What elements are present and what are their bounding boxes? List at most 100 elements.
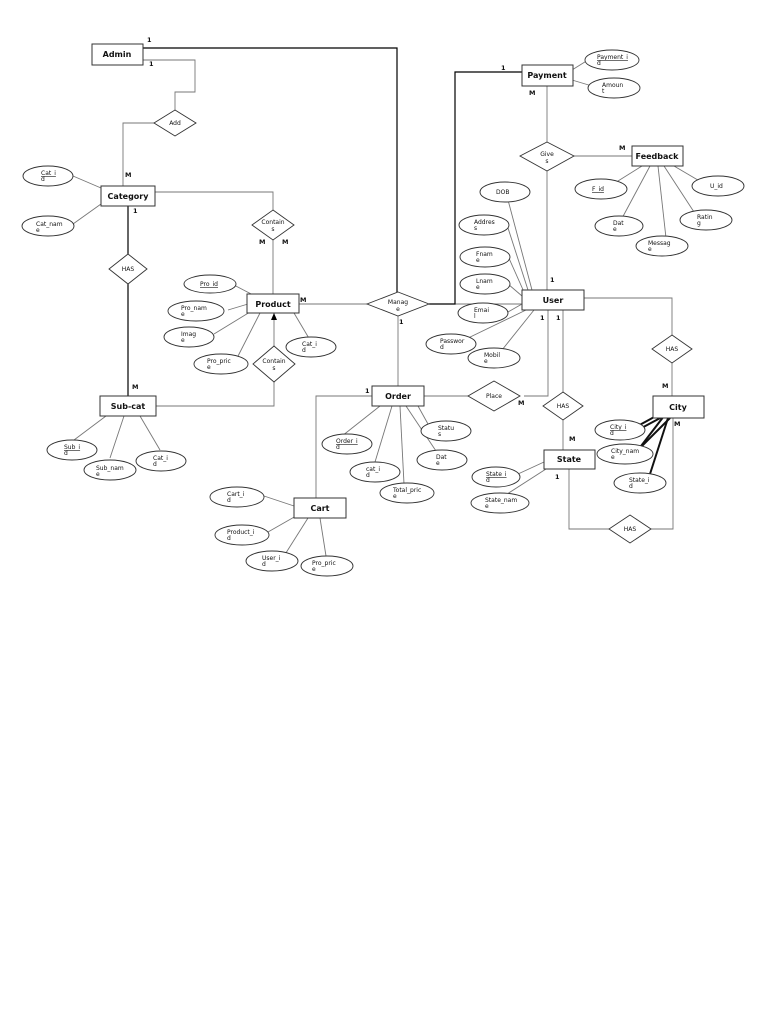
relationship-has-state-city[interactable]: HAS (608, 514, 652, 544)
attribute-u-id[interactable]: U_id (691, 175, 745, 197)
attribute-fname[interactable]: Fnam e (459, 246, 511, 268)
attr-line (517, 461, 545, 475)
attribute-label: d (336, 444, 340, 451)
edge-state-has (568, 469, 609, 530)
attribute-pro-name[interactable]: Pro_nam e (167, 300, 225, 322)
attribute-label: cat_i (366, 466, 380, 473)
attribute-label: e (436, 460, 440, 467)
attribute-email[interactable]: Emai l (457, 302, 509, 324)
entity-user[interactable]: User (521, 289, 585, 311)
relationship-label: s (271, 226, 274, 233)
entity-cart[interactable]: Cart (293, 497, 347, 519)
attribute-order-cat-id[interactable]: cat_i d (349, 461, 401, 483)
entity-product[interactable]: Product (246, 293, 300, 314)
cardinality-label: 1 (399, 318, 404, 326)
entity-label: Feedback (636, 152, 680, 161)
entity-state[interactable]: State (543, 449, 596, 470)
cardinality-label: M (282, 238, 288, 246)
relationship-has-cat-sub[interactable]: HAS (108, 253, 148, 285)
attribute-pro-cat-id[interactable]: Cat_i d (285, 336, 337, 358)
attribute-order-date[interactable]: Dat e (416, 449, 468, 471)
attribute-password[interactable]: Passwor d (425, 333, 477, 355)
relationship-manage[interactable]: Manag e (365, 291, 431, 317)
cardinality-label: 1 (550, 276, 555, 284)
relationship-add[interactable]: Add (153, 109, 197, 137)
entity-subcat[interactable]: Sub-cat (99, 395, 157, 417)
attribute-label: e (611, 454, 615, 461)
connector-lines (72, 47, 709, 557)
attribute-sub-id[interactable]: Sub_i d (46, 439, 98, 461)
attribute-pro-image[interactable]: Imag e (163, 326, 215, 348)
attribute-dob[interactable]: DOB (479, 181, 531, 203)
relationship-contains-sub-prod[interactable]: Contain s (252, 345, 296, 383)
relationship-has-user-city[interactable]: HAS (651, 334, 693, 364)
attribute-f-id[interactable]: F_id (574, 178, 628, 200)
attribute-label: e (312, 566, 316, 573)
attribute-label: Dat (613, 220, 624, 227)
attribute-pro-id[interactable]: Pro_id (183, 274, 237, 294)
attribute-pro-price[interactable]: Pro_pric e (193, 353, 249, 375)
cardinality-label: 1 (540, 314, 545, 322)
attribute-cat-id[interactable]: Cat_i d (22, 165, 74, 187)
attribute-rating[interactable]: Ratin g (679, 209, 733, 231)
attribute-sub-cat-id[interactable]: Cat_i d (135, 450, 187, 472)
edge-manage-payment (429, 71, 522, 305)
attribute-sub-name[interactable]: Sub_nam e (83, 459, 137, 481)
attribute-order-id[interactable]: Order_i d (321, 433, 373, 455)
attribute-label: Imag (181, 331, 196, 338)
attribute-label: Cat_nam (36, 221, 63, 228)
attribute-order-status[interactable]: Statu s (420, 420, 472, 442)
attribute-label: Passwor (440, 338, 465, 345)
cardinality-label: M (662, 382, 668, 390)
attribute-lname[interactable]: Lnam e (459, 273, 511, 295)
attribute-cart-user-id[interactable]: User_i d (245, 550, 299, 572)
attr-line (374, 405, 393, 463)
relationship-contains-cat-prod[interactable]: Contain s (251, 209, 295, 241)
attribute-cart-product-id[interactable]: Product_i d (214, 524, 270, 546)
arrow-head (271, 313, 277, 320)
attribute-cart-id[interactable]: Cart_i d (209, 486, 265, 508)
relationship-label: e (396, 306, 400, 313)
attribute-cart-pro-price[interactable]: Pro_pric e (300, 555, 354, 577)
attribute-label: d (262, 561, 266, 568)
attr-line (663, 165, 695, 213)
attribute-label: e (36, 227, 40, 234)
entity-category[interactable]: Category (100, 185, 156, 207)
attribute-label: d (64, 450, 68, 457)
attribute-state-id[interactable]: State_i d (471, 466, 521, 488)
attr-line (72, 203, 102, 225)
entity-city[interactable]: City (652, 395, 705, 419)
attribute-mobile[interactable]: Mobil e (467, 347, 521, 369)
attr-line (235, 312, 261, 361)
attribute-label: g (697, 220, 701, 227)
attribute-cat-name[interactable]: Cat_nam e (21, 215, 75, 237)
attribute-order-total[interactable]: Total_pric e (379, 482, 435, 504)
entity-admin[interactable]: Admin (91, 43, 144, 66)
relationship-label: Add (169, 120, 181, 127)
attribute-amount[interactable]: Amoun t (587, 77, 641, 99)
attribute-label: User_i (262, 555, 281, 562)
attribute-message[interactable]: Messag e (635, 235, 689, 257)
relationship-gives[interactable]: Give s (519, 141, 575, 172)
relationship-place[interactable]: Place (467, 380, 521, 412)
entity-feedback[interactable]: Feedback (631, 145, 684, 167)
relationship-label: Place (486, 393, 502, 400)
entity-payment[interactable]: Payment (521, 64, 574, 87)
relationship-label: Manag (388, 299, 408, 306)
attribute-label: d (610, 430, 614, 437)
attribute-city-name[interactable]: City_nam e (596, 443, 654, 465)
attribute-label: Emai (474, 307, 489, 314)
attribute-feedback-date[interactable]: Dat e (594, 215, 644, 237)
entity-label: User (543, 296, 564, 305)
entity-order[interactable]: Order (371, 385, 425, 407)
attribute-address[interactable]: Addres s (458, 214, 510, 236)
attribute-state-name[interactable]: State_nam e (470, 492, 530, 514)
relationship-has-user-state[interactable]: HAS (542, 391, 584, 421)
attribute-label: Total_pric (392, 487, 421, 494)
attribute-label: d (486, 477, 490, 484)
attribute-city-state-id[interactable]: State_i d (613, 472, 667, 494)
cardinality-label: 1 (556, 314, 561, 322)
attribute-label: Pro_pric (312, 560, 336, 567)
attribute-city-id[interactable]: City_i d (594, 419, 646, 441)
attribute-payment-id[interactable]: Payment_i d (584, 49, 640, 71)
